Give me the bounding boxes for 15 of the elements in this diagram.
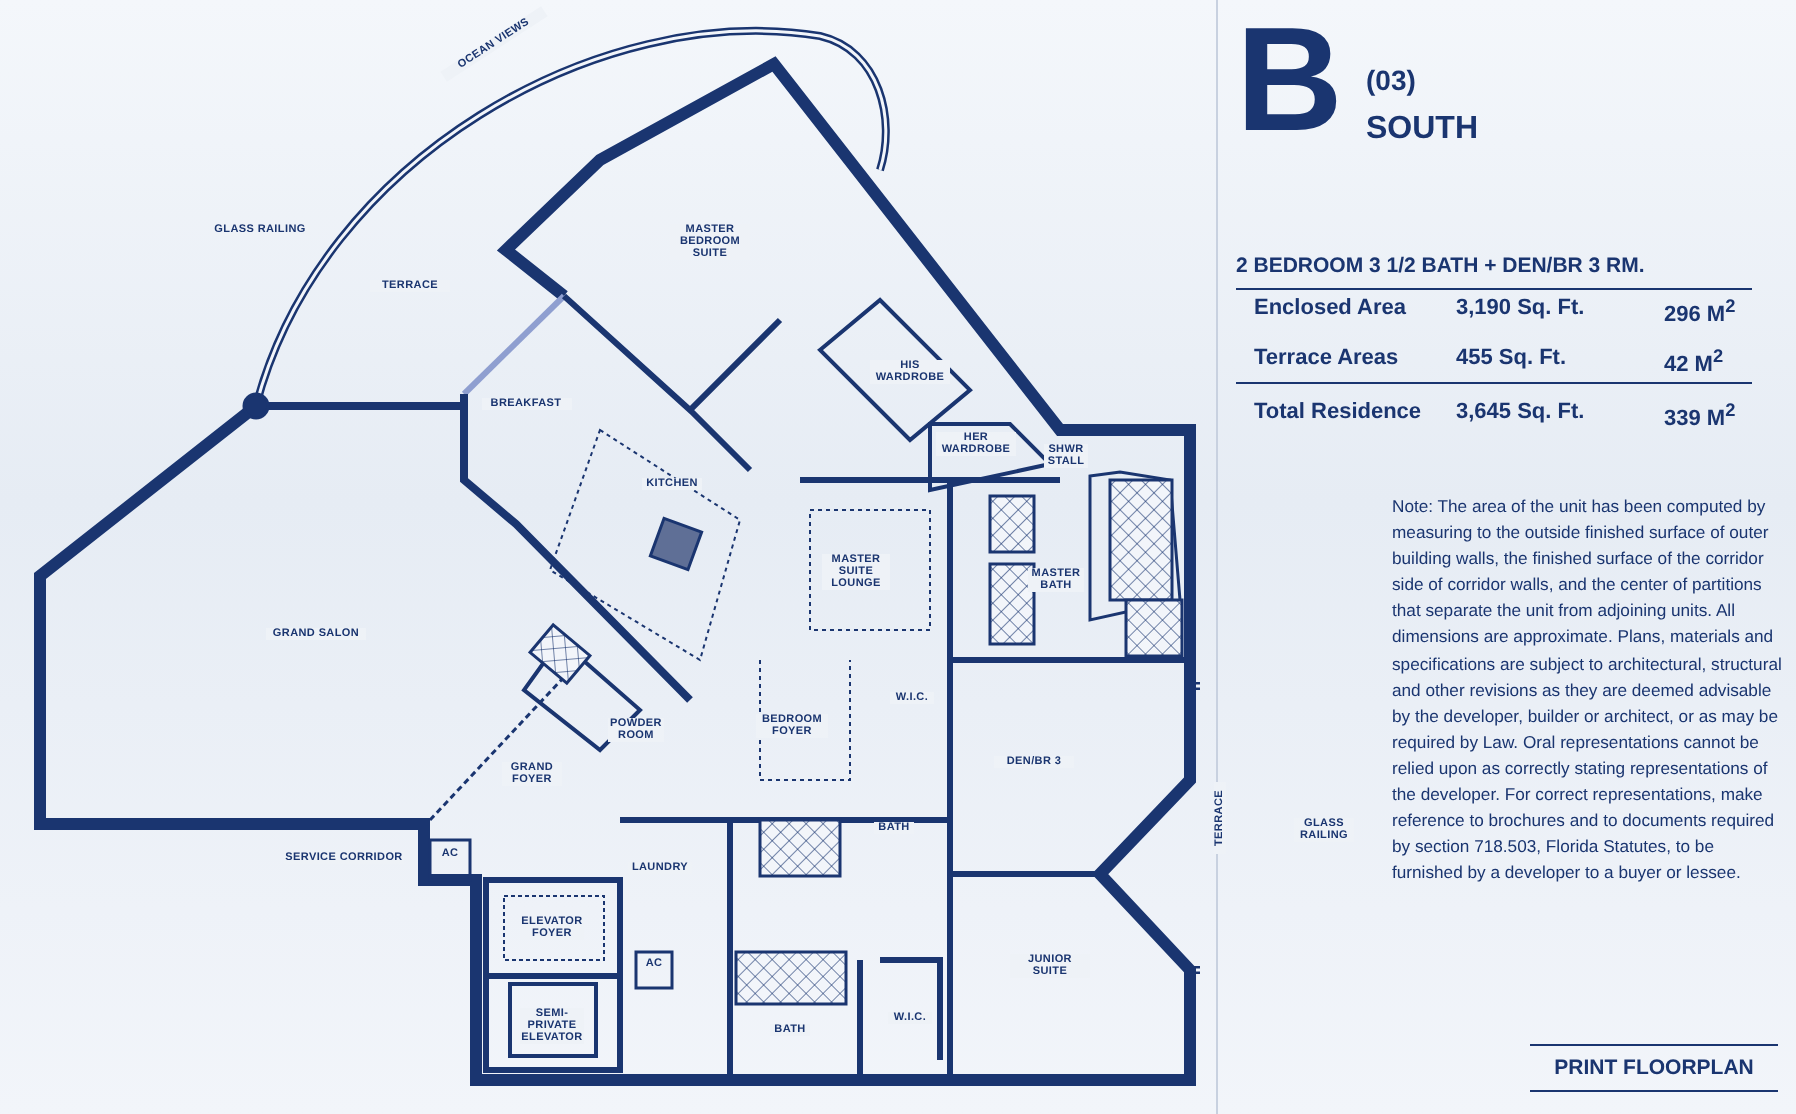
table-cell: 339 M$^{2}$ bbox=[1664, 400, 1736, 432]
table-cell: 3,645 Sq. Ft. bbox=[1456, 400, 1585, 424]
table-cell: 3,190 Sq. Ft. bbox=[1456, 296, 1585, 320]
table-cell: Terrace Areas bbox=[1254, 346, 1399, 370]
print-link: PRINT FLOORPLAN bbox=[1530, 1044, 1778, 1092]
table-cell: 455 Sq. Ft. bbox=[1456, 346, 1567, 370]
table-cell: Total Residence bbox=[1254, 400, 1422, 424]
disclaimer-note: Note: The area of the unit has been computed by measuring to the outside finished surface of outer building walls, the finished surface of the corridor side of corridor walls, and the center of partitions that separate the unit from adjoining units. All dimensions are approximate. Plans, materials and specifications are subject to architectural, structural and other revisions as they are deemed advisable by the developer, builder or architect, or as may be required by Law. Oral representations cannot be relied upon as correctly stating representations of the developer. For correct representations, make reference to brochures and to documents required by section 718.503, Florida Statutes, to be furnished by a developer to a buyer or lessee. bbox=[1392, 494, 1784, 887]
orientation-label: SOUTH bbox=[1366, 112, 1478, 148]
unit-number: (03) bbox=[1366, 64, 1416, 96]
table-cell: 42 M$^{2}$ bbox=[1664, 346, 1724, 378]
table-cell: 296 M$^{2}$ bbox=[1664, 296, 1736, 328]
unit-letter: B bbox=[1236, 0, 1343, 160]
table-cell: Enclosed Area bbox=[1254, 296, 1407, 320]
unit-type: 2 BEDROOM 3 1/2 BATH + DEN/BR 3 RM. bbox=[1236, 252, 1647, 282]
